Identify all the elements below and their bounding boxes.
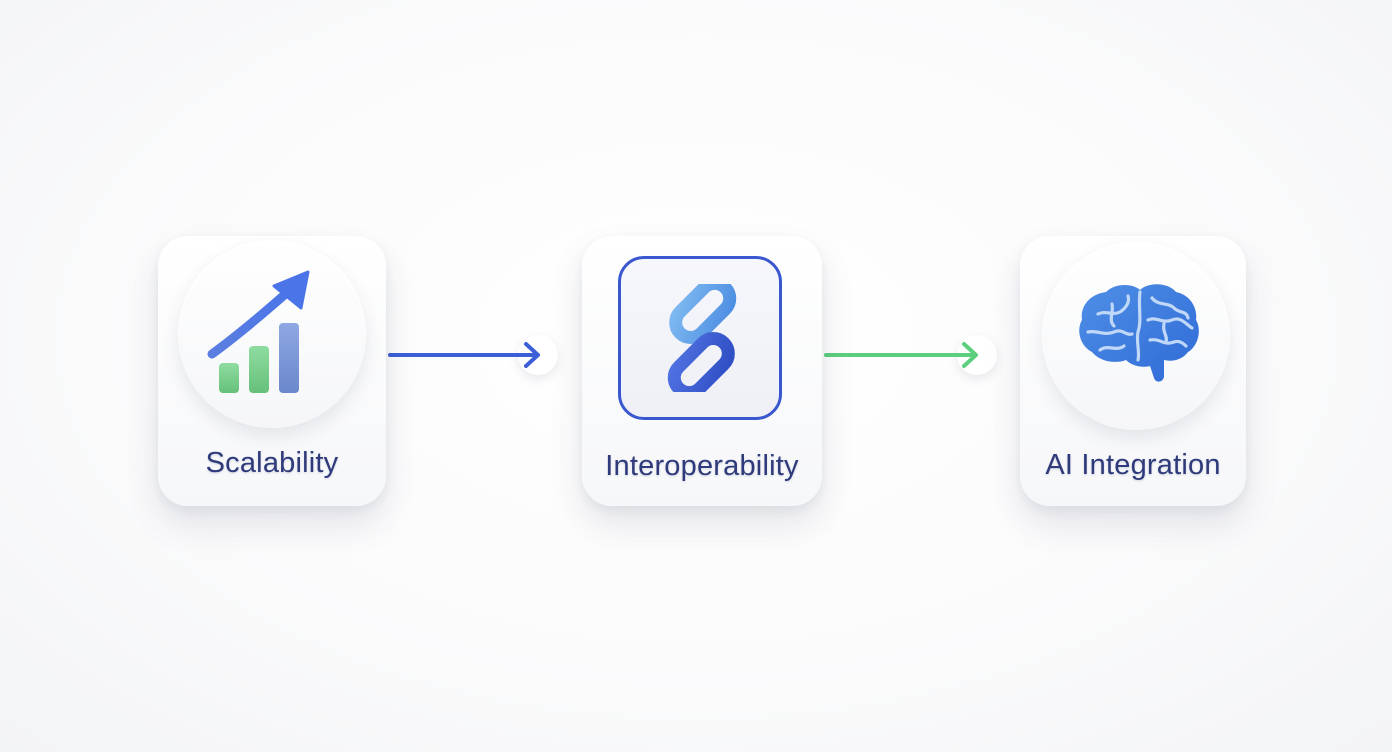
connector-interoperability-to-ai [824, 340, 984, 370]
arrowhead-2-icon [962, 342, 978, 368]
chain-link-icon [646, 284, 758, 392]
trend-arrowhead [272, 270, 310, 310]
trend-arrow [207, 285, 295, 359]
step-label: Interoperability [605, 450, 799, 482]
link-lower [667, 332, 735, 392]
step-card-scalability: Scalability [158, 236, 386, 506]
brain-icon [1076, 280, 1202, 386]
icon-circle [178, 240, 366, 428]
growth-chart-icon [204, 268, 316, 398]
step-label: AI Integration [1045, 449, 1221, 481]
bar-3 [279, 323, 299, 393]
link-upper [669, 284, 737, 344]
step-card-interoperability: Interoperability [582, 236, 822, 506]
bar-1 [219, 363, 239, 393]
step-card-ai-integration: AI Integration [1020, 236, 1246, 506]
bar-2 [249, 346, 269, 393]
connector-scalability-to-interoperability [388, 340, 548, 370]
step-label: Scalability [205, 447, 339, 479]
arrowhead-1-icon [524, 342, 540, 368]
